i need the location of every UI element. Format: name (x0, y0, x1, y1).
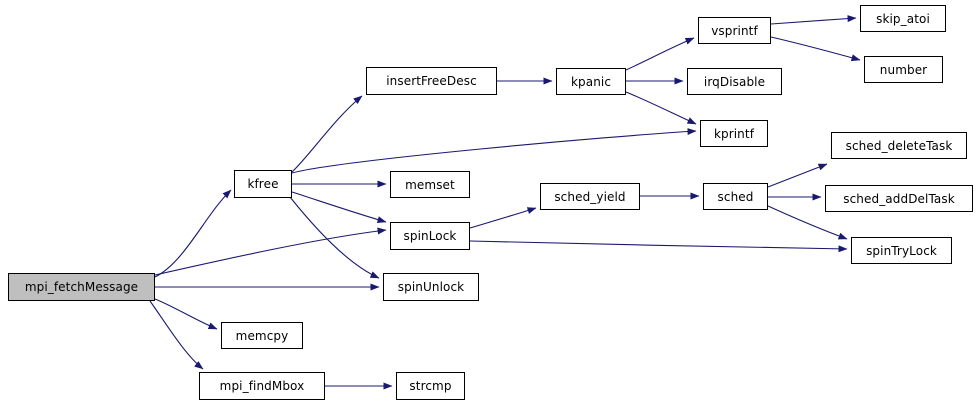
edge-mpi_fetchMessage-to-spinLock (154, 227, 387, 276)
node-spinTryLock[interactable]: spinTryLock (851, 237, 952, 264)
node-mpi_findMbox[interactable]: mpi_findMbox (199, 372, 325, 400)
node-label-spinUnlock: spinUnlock (397, 280, 465, 294)
edge-mpi_fetchMessage-to-memcpy (154, 298, 218, 330)
node-label-mpi_findMbox: mpi_findMbox (219, 379, 305, 393)
edge-spinLock-to-sched_yield (469, 207, 537, 229)
node-label-strcmp: strcmp (409, 379, 452, 393)
edge-sched-to-sched_deleteTask (767, 163, 828, 188)
node-spinUnlock[interactable]: spinUnlock (383, 273, 479, 301)
edge-kfree-to-spinLock (291, 191, 387, 223)
node-mpi_fetchMessage[interactable]: mpi_fetchMessage (8, 273, 155, 301)
node-label-kprintf: kprintf (713, 126, 755, 141)
node-label-kpanic: kpanic (570, 74, 612, 89)
edge-kpanic-to-kprintf (625, 91, 697, 125)
node-label-skip_atoi: skip_atoi (876, 11, 930, 26)
edge-kfree-to-kprintf (291, 128, 697, 174)
node-kprintf[interactable]: kprintf (700, 120, 768, 147)
node-label-number: number (879, 62, 928, 77)
node-memset[interactable]: memset (390, 171, 470, 198)
edge-kfree-to-spinUnlock (289, 196, 380, 279)
node-sched_deleteTask[interactable]: sched_deleteTask (831, 132, 967, 159)
node-label-memset: memset (405, 177, 455, 192)
edge-kpanic-to-vsprintf (625, 37, 695, 71)
node-irqDisable[interactable]: irqDisable (687, 68, 782, 95)
node-label-spinLock: spinLock (403, 229, 457, 243)
node-label-irqDisable: irqDisable (703, 74, 766, 89)
node-vsprintf[interactable]: vsprintf (698, 17, 771, 44)
edge-kfree-to-insertFreeDesc (291, 95, 363, 173)
node-kpanic[interactable]: kpanic (556, 68, 626, 95)
edge-spinLock-to-spinTryLock (469, 240, 848, 253)
node-memcpy[interactable]: memcpy (221, 322, 303, 349)
node-insertFreeDesc[interactable]: insertFreeDesc (366, 67, 497, 95)
node-strcmp[interactable]: strcmp (396, 372, 465, 400)
node-label-insertFreeDesc: insertFreeDesc (386, 74, 477, 88)
node-label-sched_deleteTask: sched_deleteTask (845, 138, 953, 153)
edge-mpi_fetchMessage-to-mpi_findMbox (149, 300, 204, 370)
node-sched_addDelTask[interactable]: sched_addDelTask (825, 185, 973, 212)
node-label-spinTryLock: spinTryLock (866, 243, 937, 258)
node-number[interactable]: number (864, 56, 943, 83)
node-kfree[interactable]: kfree (234, 170, 292, 198)
edge-mpi_fetchMessage-to-kfree (154, 189, 232, 278)
edge-vsprintf-to-skip_atoi (770, 15, 857, 25)
node-label-mpi_fetchMessage: mpi_fetchMessage (24, 280, 139, 294)
node-sched_yield[interactable]: sched_yield (540, 183, 640, 210)
node-spinLock[interactable]: spinLock (390, 222, 470, 250)
node-label-sched_yield: sched_yield (554, 189, 626, 204)
node-skip_atoi[interactable]: skip_atoi (860, 5, 946, 32)
node-label-vsprintf: vsprintf (711, 23, 758, 38)
node-sched[interactable]: sched (703, 183, 768, 210)
node-label-sched_addDelTask: sched_addDelTask (843, 191, 955, 206)
node-label-memcpy: memcpy (235, 328, 289, 343)
node-label-kfree: kfree (247, 177, 279, 191)
node-label-sched: sched (717, 189, 754, 204)
edge-vsprintf-to-number (770, 36, 861, 62)
